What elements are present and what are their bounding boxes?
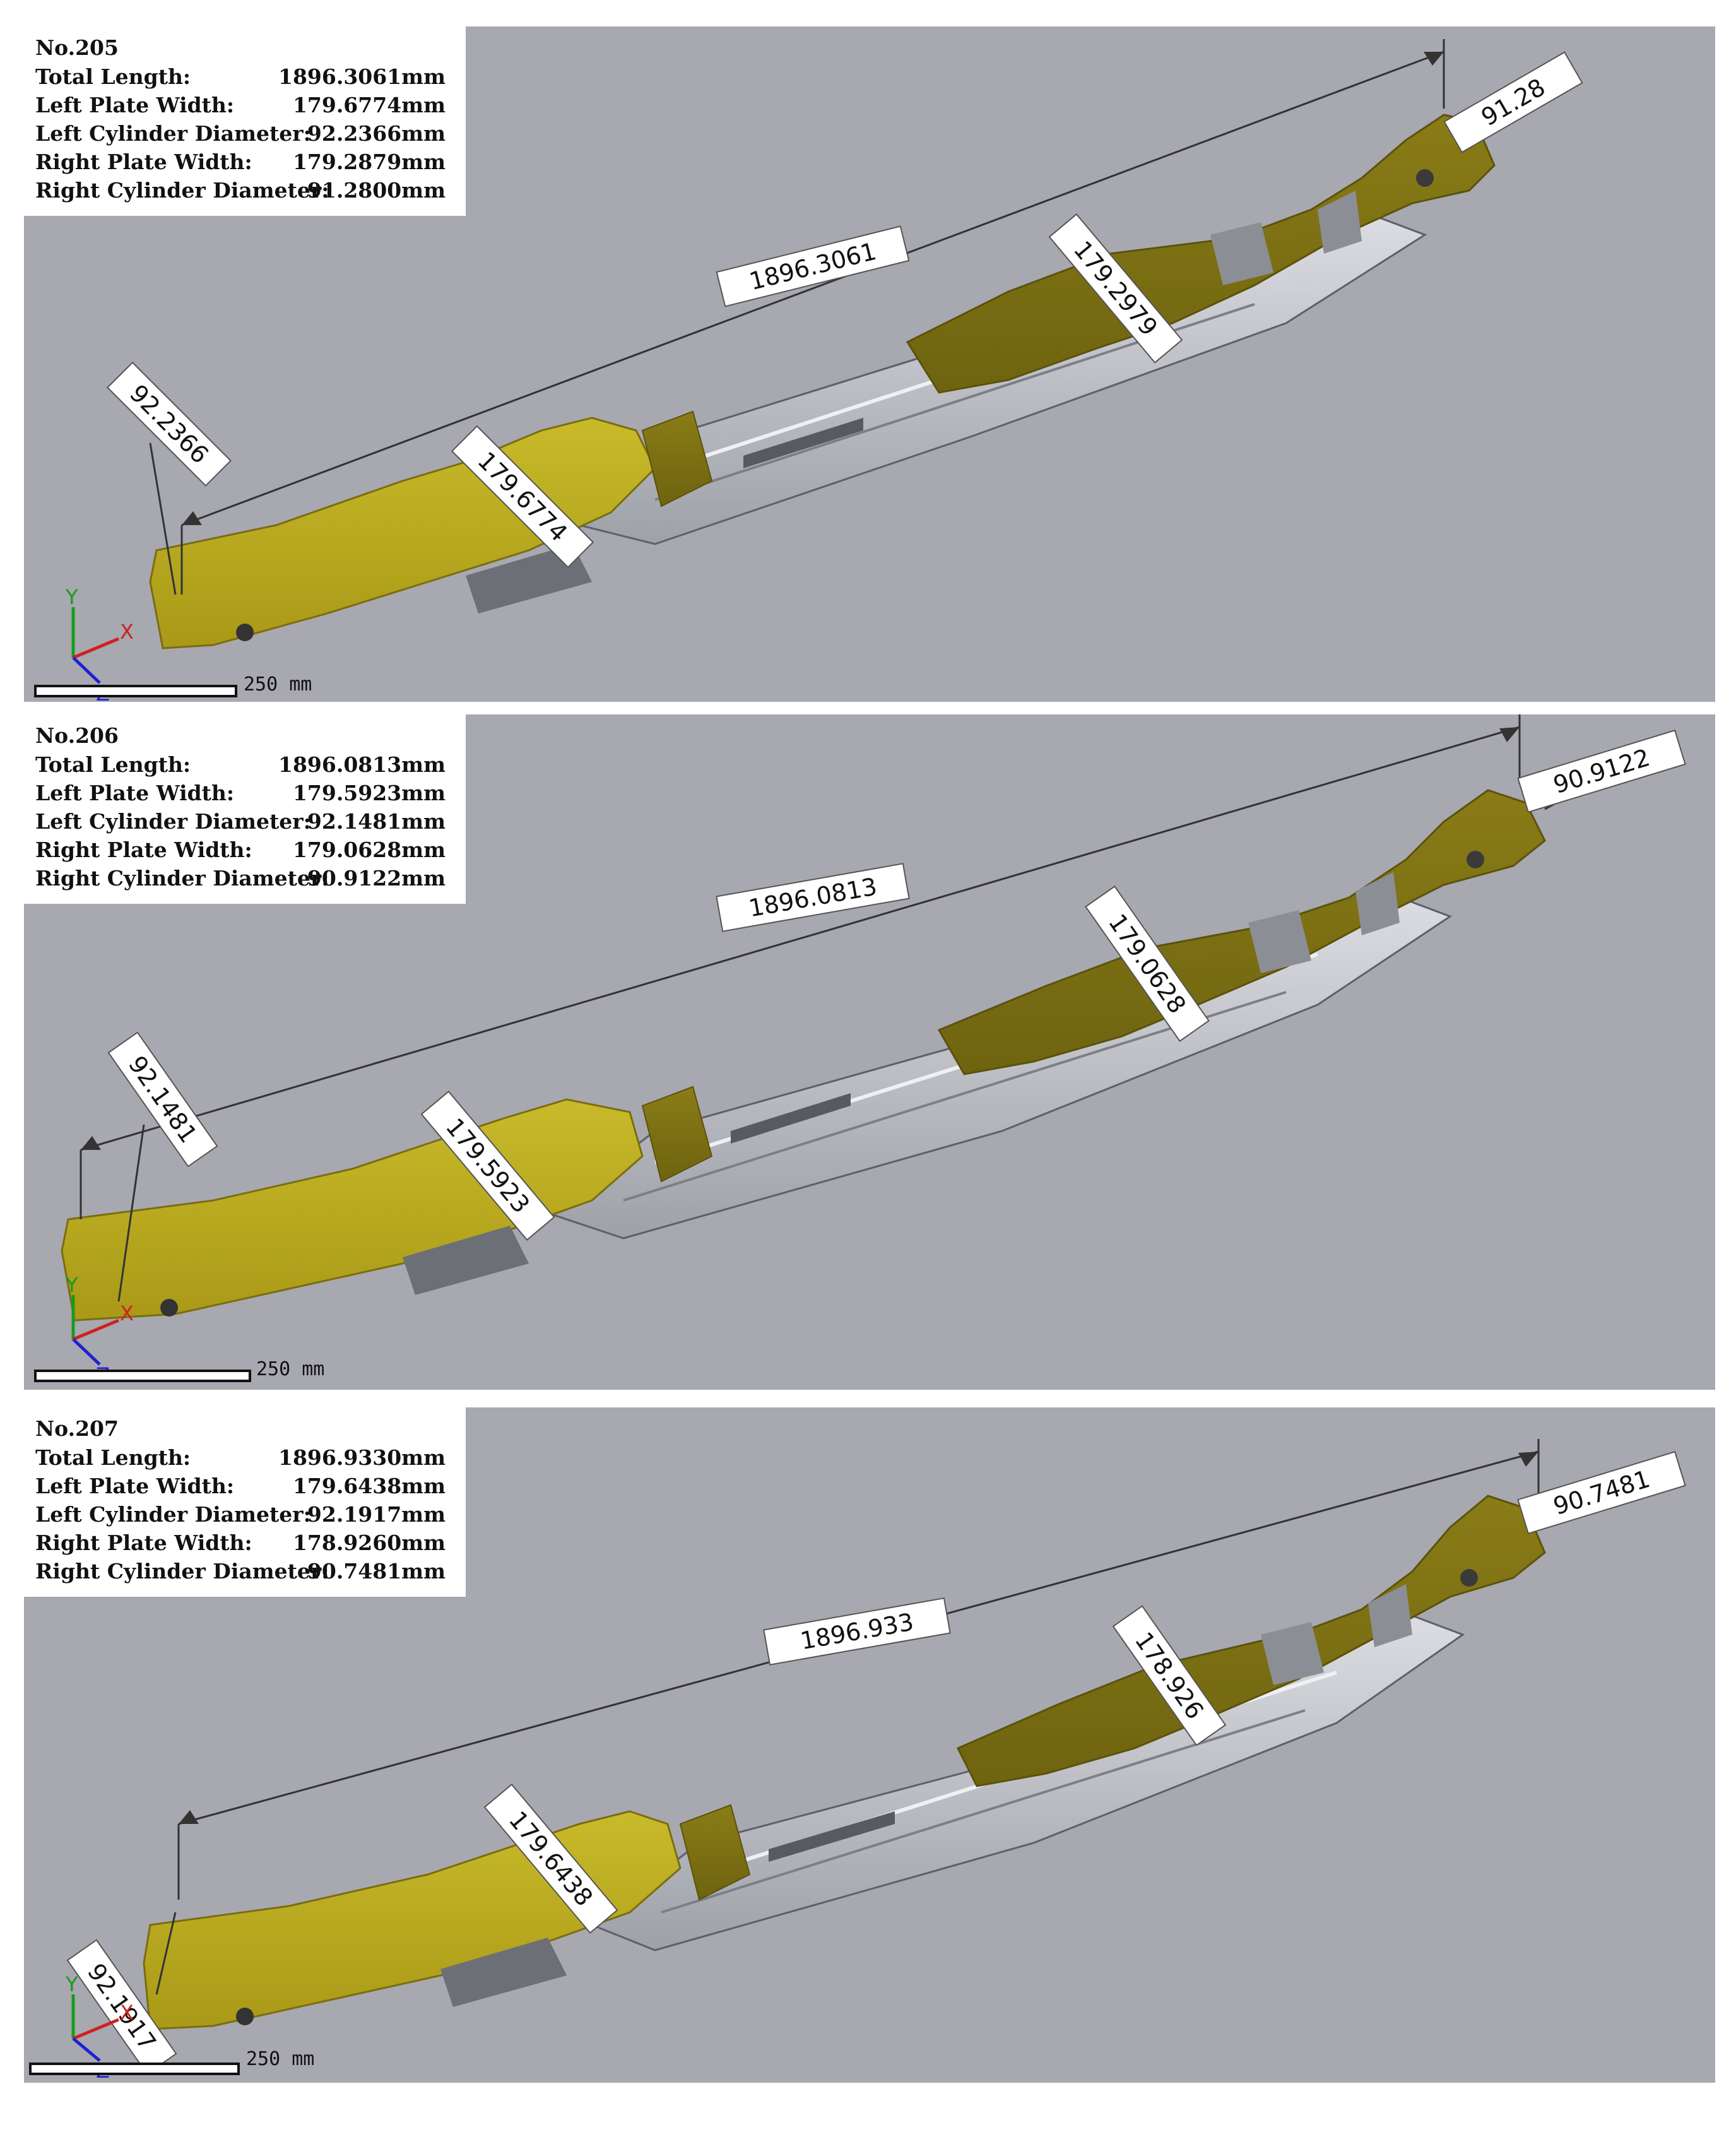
total-length-tag: 1896.933	[763, 1597, 951, 1666]
svg-text:Y: Y	[65, 1972, 78, 1996]
measurement-infobox-206: No.206 Total Length:1896.0813mm Left Pla…	[24, 714, 466, 904]
svg-text:92.2366: 92.2366	[124, 379, 214, 469]
scale-label: 250 mm	[244, 673, 312, 696]
left-cylinder-tag: 92.1481	[107, 1031, 218, 1168]
svg-text:X: X	[120, 1301, 134, 1325]
right-cylinder-tag: 90.9122	[1517, 729, 1686, 814]
scale-bar	[34, 1370, 251, 1382]
svg-text:90.9122: 90.9122	[1550, 743, 1653, 799]
measurement-infobox-207: No.207 Total Length:1896.9330mm Left Pla…	[24, 1407, 466, 1597]
part-render-206: 1896.0813 92.1481 179.5923 179.0628 90.9…	[34, 714, 1686, 1387]
svg-text:1896.3061: 1896.3061	[747, 237, 879, 295]
svg-text:X: X	[120, 620, 134, 644]
measurement-infobox-205: No.205 Total Length:1896.3061mm Left Pla…	[24, 27, 466, 216]
scale-label: 250 mm	[246, 2048, 315, 2070]
total-length-tag: 1896.3061	[716, 225, 910, 307]
svg-text:Y: Y	[65, 1273, 78, 1297]
total-length-tag: 1896.0813	[716, 863, 910, 932]
panel-id: No.206	[35, 723, 119, 748]
left-cylinder-tag: 92.2366	[107, 362, 232, 487]
panel-id: No.207	[35, 1416, 119, 1441]
svg-text:Y: Y	[65, 585, 78, 609]
scale-bar	[34, 685, 237, 697]
right-cylinder-tag: 90.7481	[1517, 1450, 1686, 1535]
scale-label: 250 mm	[256, 1358, 325, 1380]
axis-triad-icon: Y X Z	[65, 585, 134, 702]
right-cylinder-tag: 91.28	[1443, 51, 1583, 153]
scale-bar	[29, 2063, 240, 2075]
svg-text:X: X	[120, 2001, 134, 2025]
svg-text:90.7481: 90.7481	[1550, 1465, 1653, 1520]
part-render-207: 1896.933 92.1917 179.6438 178.926 90.748…	[29, 1439, 1686, 2083]
panel-id: No.205	[35, 35, 119, 60]
viewport-panel-205[interactable]: 1896.3061 92.2366 179.6774 179.2979 91.2…	[24, 27, 1715, 702]
viewport-panel-206[interactable]: 1896.0813 92.1481 179.5923 179.0628 90.9…	[24, 714, 1715, 1390]
part-render-205: 1896.3061 92.2366 179.6774 179.2979 91.2…	[34, 39, 1583, 702]
length-dimension-line	[181, 50, 1444, 526]
viewport-panel-207[interactable]: 1896.933 92.1917 179.6438 178.926 90.748…	[24, 1407, 1715, 2083]
